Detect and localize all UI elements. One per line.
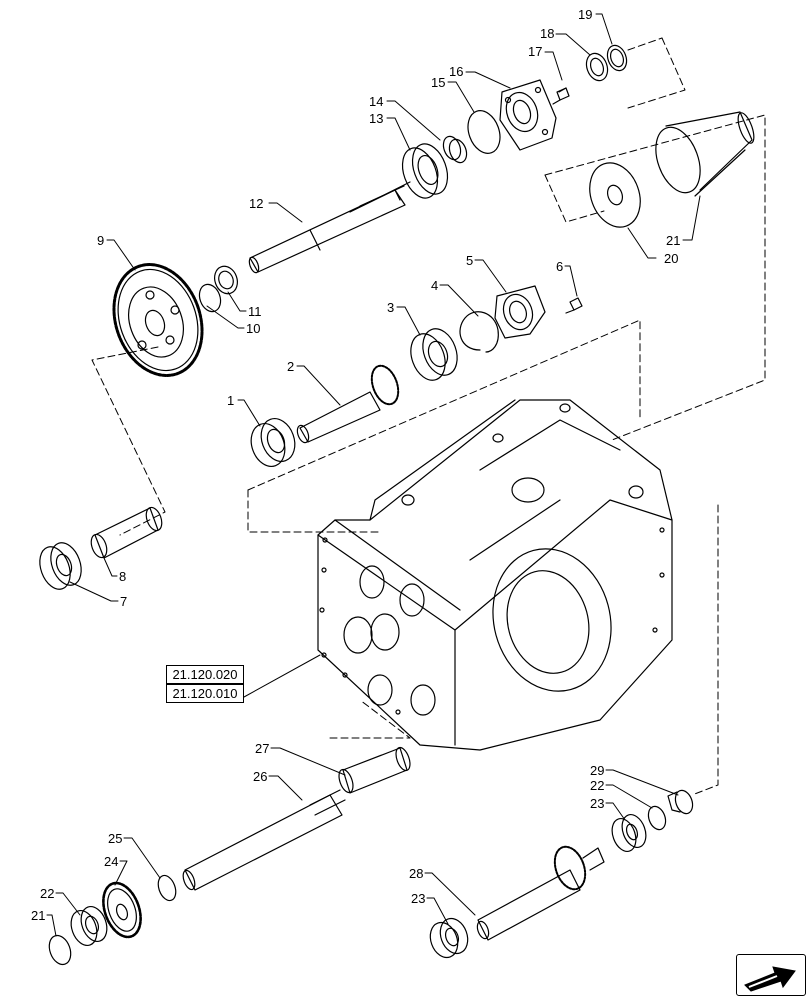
part-3-bearing (410, 328, 458, 381)
callout-21: 21 (666, 233, 681, 248)
callout-9: 9 (97, 233, 105, 248)
part-19-snap-ring (606, 44, 628, 72)
callout-25: 25 (108, 831, 123, 846)
callout-16: 16 (449, 64, 464, 79)
reference-link-21-120-020[interactable]: 21.120.020 (166, 665, 244, 684)
callout-29: 29 (590, 763, 605, 778)
part-14-spacer (442, 135, 468, 164)
callout-4: 4 (431, 278, 439, 293)
part-9-gear (112, 263, 204, 377)
part-15-o-ring (467, 110, 501, 154)
part-17-bolt (552, 87, 570, 105)
callout-14: 14 (369, 94, 384, 109)
callout-28: 28 (409, 866, 424, 881)
callout-17: 17 (528, 44, 543, 59)
callout-23-right-lower: 23 (411, 891, 426, 906)
part-5-flange (494, 285, 546, 339)
callout-3: 3 (387, 300, 395, 315)
next-page-button[interactable] (736, 954, 806, 996)
callout-24: 24 (104, 854, 119, 869)
part-23-bearing-upper-right (611, 813, 647, 853)
callout-5: 5 (466, 253, 474, 268)
part-4-circlip (459, 311, 499, 353)
part-1-bearing (250, 418, 296, 467)
reference-link-21-120-010[interactable]: 21.120.010 (166, 684, 244, 703)
assembly-dash-lines (91, 37, 766, 796)
callout-10: 10 (246, 321, 261, 336)
part-21-cover (655, 111, 755, 197)
part-20-shim (589, 162, 641, 228)
part-22-snap-ring-left (48, 934, 72, 966)
callout-23-left: 22 (40, 886, 55, 901)
callout-19: 19 (578, 7, 593, 22)
callout-27: 27 (255, 741, 270, 756)
callout-7: 7 (120, 594, 128, 609)
part-12-shaft (248, 181, 411, 274)
part-11-spacer (214, 265, 238, 295)
callout-13: 13 (369, 111, 384, 126)
part-27-bushing (338, 746, 411, 794)
callout-11: 11 (248, 304, 262, 319)
leader-lines (46, 13, 701, 937)
callout-26: 26 (253, 769, 268, 784)
callout-18: 18 (540, 26, 555, 41)
part-16-flange-cover (499, 79, 557, 151)
part-8-bushing (90, 506, 163, 559)
transmission-housing (317, 399, 673, 751)
part-2-pinion-shaft (296, 364, 400, 444)
part-13-bearing (401, 143, 449, 199)
part-22-snap-ring-right (647, 805, 667, 831)
callout-22-right: 22 (590, 778, 605, 793)
callout-20: 20 (664, 251, 679, 266)
callout-15: 15 (431, 75, 446, 90)
callout-6: 6 (556, 259, 564, 274)
part-23-bearing-left (70, 905, 108, 947)
part-25-snap-ring (157, 874, 177, 902)
callout-8: 8 (119, 569, 127, 584)
part-23-bearing-lower-right (429, 917, 469, 959)
part-18-seal (585, 52, 609, 82)
callout-1: 1 (227, 393, 235, 408)
part-29-plug (667, 789, 694, 815)
part-28-pinion-shaft (476, 845, 605, 941)
part-26-shaft (182, 789, 346, 891)
callout-12: 12 (249, 196, 264, 211)
next-page-arrow-icon (744, 966, 796, 992)
part-24-gear (102, 881, 142, 939)
callout-22-left: 21 (31, 908, 46, 923)
callout-2: 2 (287, 359, 295, 374)
part-7-bearing (39, 542, 82, 590)
part-6-bolt (565, 297, 583, 314)
callout-23-right-upper: 23 (590, 796, 605, 811)
